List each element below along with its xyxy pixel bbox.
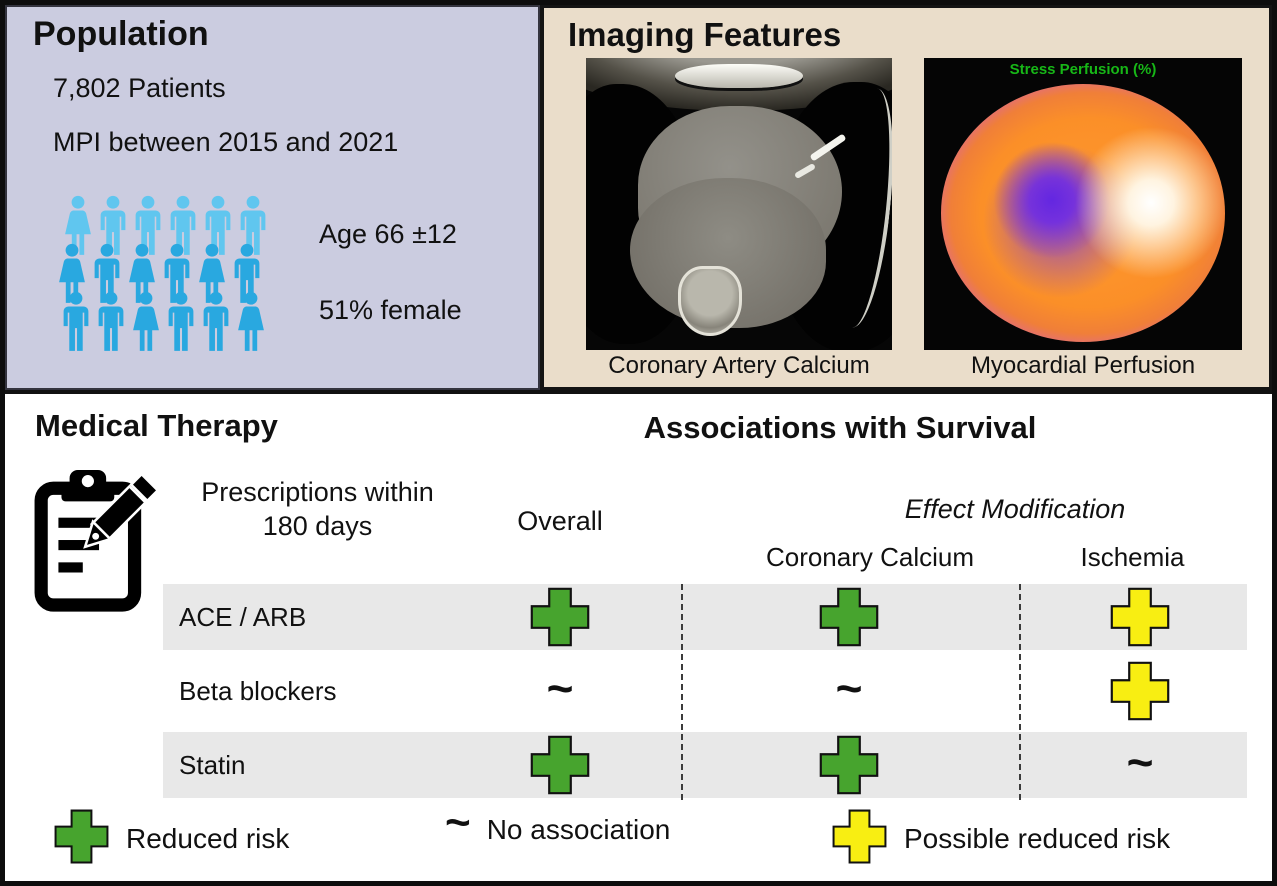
legend: Reduced risk ~ No association Possible r… xyxy=(5,800,1272,872)
legend-item-no-association: ~ No association xyxy=(445,800,671,846)
imaging-title: Imaging Features xyxy=(568,16,842,53)
no-association-icon: ~ xyxy=(445,800,471,844)
symbol-ischemia xyxy=(1033,584,1247,650)
perfusion-contour-line xyxy=(941,94,1004,330)
plus-icon xyxy=(54,809,109,864)
perfusion-caption: Myocardial Perfusion xyxy=(970,352,1196,379)
male-person-icon xyxy=(203,291,229,351)
row-label: Statin xyxy=(179,749,246,780)
reduced-risk-icon xyxy=(53,808,110,870)
ct-sternum xyxy=(675,64,803,88)
symbol-coronary-calcium: ~ xyxy=(835,662,863,714)
column-divider-dashed xyxy=(1019,584,1021,800)
male-person-icon xyxy=(205,195,231,255)
male-person-icon xyxy=(98,291,124,351)
male-person-icon xyxy=(135,195,161,255)
symbol-overall: ~ xyxy=(546,662,574,714)
legend-label: Reduced risk xyxy=(126,823,290,854)
row-label: ACE / ARB xyxy=(179,601,307,632)
legend-label: No association xyxy=(486,814,671,845)
col-header-coronary-calcium: Coronary Calcium xyxy=(765,542,975,572)
symbol-overall xyxy=(455,584,665,650)
male-person-icon xyxy=(170,195,196,255)
associations-table: ACE / ARB Beta blockers ~ ~ Statin ~ xyxy=(163,584,1247,798)
imaging-panel: Imaging Features Stress Perfusion (%) xyxy=(540,5,1272,390)
table-row: Statin ~ xyxy=(163,732,1247,798)
perfusion-overlay-label: Stress Perfusion (%) xyxy=(1009,61,1157,78)
ct-vertebra xyxy=(678,266,742,336)
table-row: Beta blockers ~ ~ xyxy=(163,650,1247,732)
legend-item-possible-reduced-risk: Possible reduced risk xyxy=(831,808,1170,870)
age-stat: Age 66 ±12 xyxy=(319,219,457,249)
male-person-icon xyxy=(234,243,260,303)
plus-icon xyxy=(1110,661,1170,721)
symbol-coronary-calcium xyxy=(665,584,1033,650)
prescriptions-note: Prescriptions within 180 days xyxy=(165,476,470,544)
plus-icon xyxy=(819,735,879,795)
col-header-ischemia: Ischemia xyxy=(1080,542,1185,572)
male-person-icon xyxy=(168,291,194,351)
crowd-row xyxy=(53,243,263,307)
row-label: Beta blockers xyxy=(179,675,337,706)
plus-icon xyxy=(819,587,879,647)
male-person-icon xyxy=(63,291,89,351)
ct-caption: Coronary Artery Calcium xyxy=(608,352,870,379)
symbol-ischemia: ~ xyxy=(1126,736,1154,788)
plus-icon xyxy=(530,735,590,795)
plus-icon xyxy=(530,587,590,647)
top-row: Population 7,802 Patients MPI between 20… xyxy=(5,5,1272,390)
symbol-coronary-calcium xyxy=(665,732,1033,798)
population-people-icons xyxy=(53,195,303,363)
tilde-icon: ~ xyxy=(445,797,471,847)
crowd-row xyxy=(59,195,269,259)
legend-item-reduced-risk: Reduced risk xyxy=(53,808,289,870)
male-person-icon xyxy=(240,195,266,255)
female-person-icon xyxy=(133,291,159,351)
female-person-icon xyxy=(238,291,264,351)
female-person-icon xyxy=(199,243,225,303)
legend-label: Possible reduced risk xyxy=(904,823,1171,854)
population-title: Population xyxy=(33,15,209,53)
perfusion-circle xyxy=(941,84,1225,342)
population-panel: Population 7,802 Patients MPI between 20… xyxy=(5,5,540,390)
column-divider-dashed xyxy=(681,584,683,800)
symbol-ischemia xyxy=(1033,650,1247,732)
associations-title: Associations with Survival xyxy=(643,410,1037,445)
therapy-panel: Medical Therapy Associations with Surviv… xyxy=(5,390,1272,881)
col-header-overall: Overall xyxy=(517,506,603,536)
col-header-effect-modification: Effect Modification xyxy=(904,494,1126,524)
symbol-overall xyxy=(455,732,665,798)
perfusion-polar-map: Stress Perfusion (%) xyxy=(924,58,1242,350)
clipboard-pencil-icon xyxy=(34,469,160,612)
female-person-icon xyxy=(59,243,85,303)
male-person-icon xyxy=(164,243,190,303)
crowd-row xyxy=(57,291,267,355)
medical-therapy-title: Medical Therapy xyxy=(35,408,278,443)
patients-count: 7,802 Patients xyxy=(53,73,226,103)
male-person-icon xyxy=(94,243,120,303)
prescriptions-line2: 180 days xyxy=(262,510,373,541)
possible-reduced-risk-icon xyxy=(831,808,888,870)
table-row: ACE / ARB xyxy=(163,584,1247,650)
plus-icon xyxy=(1110,587,1170,647)
ct-image xyxy=(586,58,892,350)
prescriptions-line1: Prescriptions within xyxy=(201,477,434,507)
mpi-period: MPI between 2015 and 2021 xyxy=(53,127,399,157)
male-person-icon xyxy=(100,195,126,255)
female-stat: 51% female xyxy=(319,295,462,325)
plus-icon xyxy=(832,809,887,864)
female-person-icon xyxy=(65,195,91,255)
female-person-icon xyxy=(129,243,155,303)
